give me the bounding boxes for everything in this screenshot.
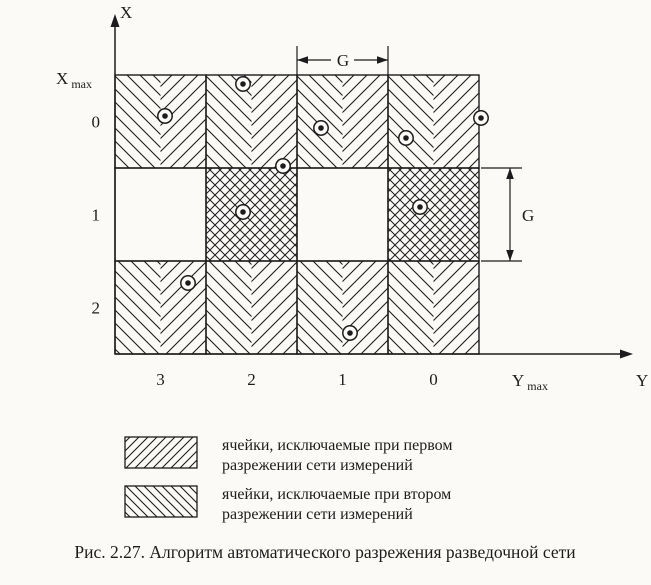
sample-point-dot	[240, 81, 246, 87]
g-width-label: G	[337, 51, 349, 70]
g-height-arrowhead-down	[506, 250, 514, 261]
legend: ячейки, исключаемые при первом разрежени…	[124, 436, 452, 523]
y-axis-label: Y	[636, 371, 648, 390]
col-label-0: 0	[429, 370, 438, 389]
data-points	[157, 76, 489, 341]
cell-hatch-cross	[388, 168, 479, 261]
cell-hatch-left-half	[297, 261, 343, 354]
x-max-base: X	[56, 69, 68, 88]
x-axis-label: X	[120, 3, 132, 22]
legend-swatch-second-thinning	[124, 485, 198, 518]
cell-hatch-cross	[206, 168, 297, 261]
cell-hatch-right-half	[160, 261, 206, 354]
sample-point-dot	[347, 330, 353, 336]
cell-hatch-left-half	[206, 261, 252, 354]
g-height-label: G	[522, 206, 534, 225]
g-width-arrowhead-left	[297, 56, 308, 64]
cell-hatch-left-half	[388, 75, 434, 168]
cell-hatch-left-half	[115, 75, 161, 168]
dimension-arrows	[296, 46, 522, 262]
y-max-sub: max	[527, 379, 548, 393]
legend-swatch-first-thinning	[124, 436, 198, 469]
sample-point-dot	[403, 135, 409, 141]
cell-hatch-right-half	[251, 75, 297, 168]
cell-hatch-left-half	[115, 261, 161, 354]
cell-hatch-left-half	[388, 261, 434, 354]
cell-hatch-right-half	[433, 75, 479, 168]
legend-first-line1: ячейки, исключаемые при первом	[222, 437, 452, 454]
axes	[110, 14, 633, 359]
sample-point-dot	[478, 115, 484, 121]
y-axis-arrow	[620, 349, 633, 359]
row-label-1: 1	[92, 206, 101, 225]
sample-point-dot	[185, 280, 191, 286]
x-max-sub: max	[71, 77, 92, 91]
tick-labels: 0 1 2 3 2 1 0	[92, 113, 438, 390]
row-label-2: 2	[92, 299, 101, 318]
legend-second-line2: разрежении сети измерений	[222, 506, 413, 523]
cell-hatch-right-half	[433, 261, 479, 354]
grid-cell-r1c2	[296, 167, 389, 262]
x-axis-arrow	[110, 14, 120, 27]
y-max-base: Y	[512, 371, 524, 390]
sample-point-dot	[240, 209, 246, 215]
legend-second-line1: ячейки, исключаемые при втором	[222, 486, 451, 503]
sample-point-dot	[318, 125, 324, 131]
cell-hatch-right-half	[342, 75, 388, 168]
g-width-arrowhead-right	[377, 56, 388, 64]
cell-hatch-right-half	[251, 261, 297, 354]
row-label-0: 0	[92, 113, 101, 132]
legend-first-line2: разрежении сети измерений	[222, 457, 413, 474]
sample-point-dot	[162, 113, 168, 119]
sample-point-dot	[280, 163, 286, 169]
grid-cell-r1c0	[114, 167, 207, 262]
g-height-arrowhead-up	[506, 168, 514, 179]
grid-cells	[114, 74, 480, 355]
figure-caption: Рис. 2.27. Алгоритм автоматического разр…	[74, 542, 575, 562]
col-label-2: 2	[247, 370, 256, 389]
col-label-3: 3	[156, 370, 165, 389]
sample-point-dot	[417, 204, 423, 210]
col-label-1: 1	[338, 370, 347, 389]
